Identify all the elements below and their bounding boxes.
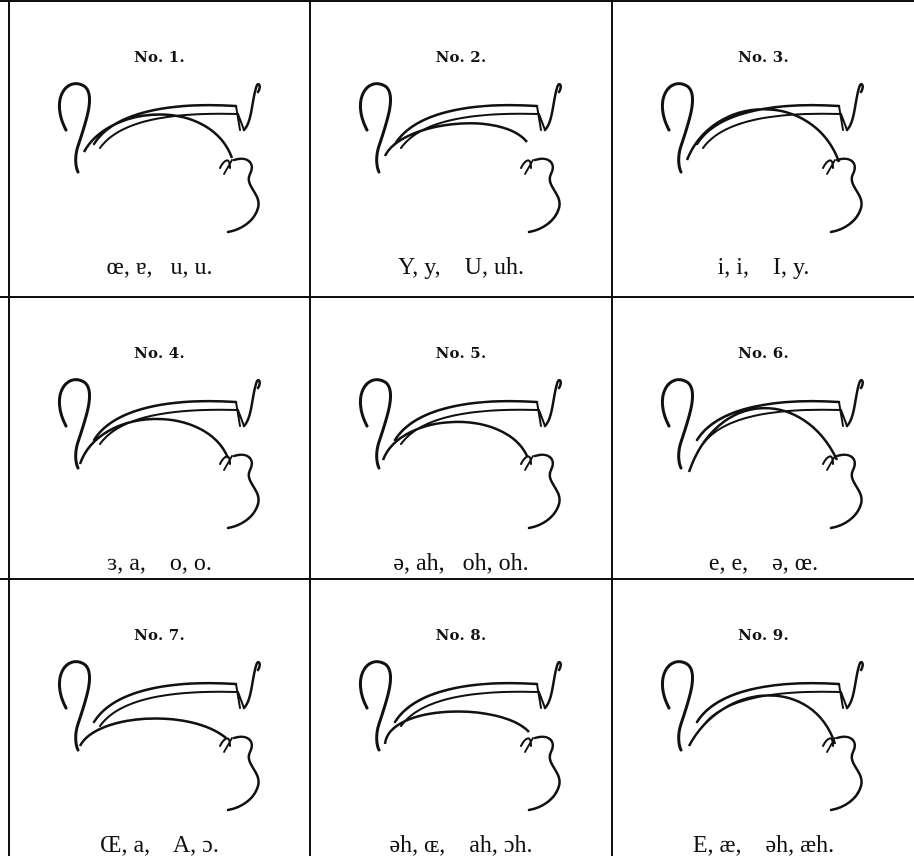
vowel-label: Y, y, U, uh.: [311, 254, 611, 281]
vowel-label: i, i, I, y.: [613, 254, 914, 281]
vowel-label: ɜ, a, o, o.: [10, 550, 309, 577]
vowel-label: ə, ah, oh, oh.: [311, 550, 611, 577]
vocal-tract-diagram: [40, 642, 280, 812]
vowel-label: e, e, ə, œ.: [613, 550, 914, 577]
panel-6: No. 6. e, e, ə, œ.: [613, 298, 914, 578]
vocal-tract-diagram: [40, 64, 280, 234]
vocal-tract-diagram: [341, 64, 581, 234]
panel-1: No. 1. œ, ɐ, u, u.: [10, 2, 309, 296]
panel-9: No. 9. E, æ, əh, æh.: [613, 580, 914, 856]
panel-8: No. 8. əh, ɶ, ah, ɔh.: [311, 580, 611, 856]
panel-3: No. 3. i, i, I, y.: [613, 2, 914, 296]
vowel-label: əh, ɶ, ah, ɔh.: [311, 832, 611, 859]
vocal-tract-diagram: [341, 360, 581, 530]
vocal-tract-diagram: [341, 642, 581, 812]
panel-7: No. 7. Œ, a, A, ɔ.: [10, 580, 309, 856]
vowel-label: Œ, a, A, ɔ.: [10, 832, 309, 859]
panel-4: No. 4. ɜ, a, o, o.: [10, 298, 309, 578]
vocal-tract-diagram: [643, 360, 883, 530]
panel-5: No. 5. ə, ah, oh, oh.: [311, 298, 611, 578]
vocal-tract-diagram: [643, 64, 883, 234]
vocal-tract-diagram: [40, 360, 280, 530]
vocal-tract-diagram: [643, 642, 883, 812]
panel-2: No. 2. Y, y, U, uh.: [311, 2, 611, 296]
vowel-label: E, æ, əh, æh.: [613, 832, 914, 859]
vowel-label: œ, ɐ, u, u.: [10, 254, 309, 281]
